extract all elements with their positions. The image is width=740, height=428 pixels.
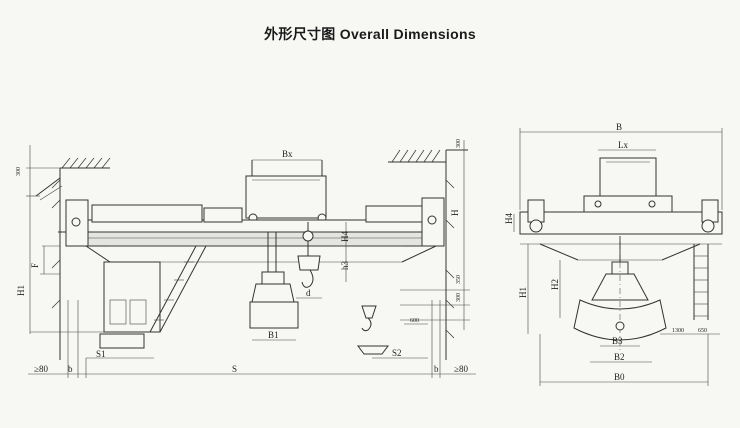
label-s1: S1	[96, 349, 106, 359]
side-dims: H4 H1 H2 B3 B2 B0 1300 650	[504, 213, 720, 386]
dim-300-right: 300	[456, 293, 462, 302]
operator-cab	[99, 245, 207, 349]
front-inner-dims: Bx H4 h3 d B1 S2 600	[252, 149, 428, 359]
label-d: d	[306, 288, 311, 298]
label-h3: h3	[340, 261, 350, 271]
right-wall	[388, 149, 470, 360]
label-b-left: b	[68, 364, 73, 374]
hook-symbol	[357, 305, 389, 355]
label-b1: B1	[268, 330, 279, 340]
front-view: 300 F H1 ≥80 b S1 S Bx H4 h3 d B1	[16, 139, 476, 378]
label-s: S	[232, 364, 237, 374]
side-dim-650: 650	[698, 328, 707, 334]
side-label-h2: H2	[550, 279, 560, 290]
trolley	[245, 160, 327, 223]
side-label-lx: Lx	[618, 140, 628, 150]
label-ge80-right: ≥80	[454, 364, 468, 374]
left-wall	[30, 157, 111, 360]
side-label-b0: B0	[614, 372, 625, 382]
hook-block	[297, 222, 321, 288]
dim-600: 600	[410, 318, 419, 324]
label-h4: H4	[340, 231, 350, 242]
side-girder	[519, 199, 723, 261]
label-h1: H1	[16, 285, 26, 296]
side-dim-1300: 1300	[672, 328, 684, 334]
front-left-dims: 300 F H1 ≥80 b S1 S	[16, 145, 440, 378]
label-h: H	[450, 209, 460, 216]
side-trolley	[583, 157, 673, 213]
label-s2: S2	[392, 348, 402, 358]
side-label-b2: B2	[614, 352, 625, 362]
side-label-b: B	[616, 122, 622, 132]
end-carriages	[65, 197, 445, 247]
grab-bucket	[249, 232, 299, 329]
dim-300-top-left: 300	[16, 167, 22, 176]
label-bx: Bx	[282, 149, 293, 159]
drawing-title: 外形尺寸图 Overall Dimensions	[264, 26, 476, 42]
side-grab	[573, 236, 667, 350]
label-ge80-left: ≥80	[34, 364, 48, 374]
dim-300-top-right: 300	[456, 139, 462, 148]
side-label-h4: H4	[504, 213, 514, 224]
side-view: B Lx	[504, 122, 723, 386]
dim-350: 350	[456, 275, 462, 284]
side-ladder	[693, 244, 709, 320]
front-right-dims: 300 H 350 300 b ≥80	[431, 139, 476, 378]
side-label-h1: H1	[518, 287, 528, 298]
label-b-right: b	[434, 364, 439, 374]
side-label-b3: B3	[612, 336, 623, 346]
label-f: F	[30, 263, 40, 268]
